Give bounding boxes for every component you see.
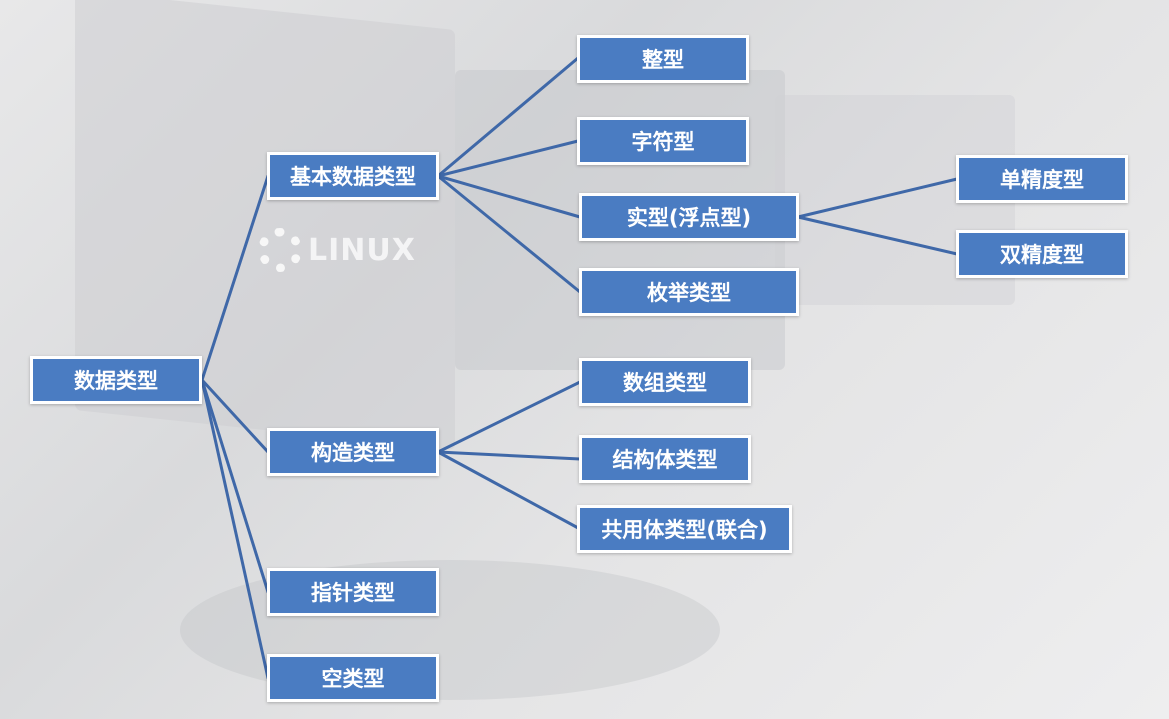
node-enum: 枚举类型: [579, 268, 799, 316]
edge-root-construct: [200, 378, 270, 454]
node-integer: 整型: [577, 35, 749, 83]
watermark-text: LINUX: [308, 232, 416, 268]
node-struct: 结构体类型: [579, 435, 751, 483]
node-real: 实型(浮点型): [579, 193, 799, 241]
node-void: 空类型: [267, 654, 439, 702]
node-union: 共用体类型(联合): [577, 505, 792, 553]
edge-root-pointer: [200, 378, 270, 594]
node-single: 单精度型: [956, 155, 1128, 203]
edge-construct-union: [436, 450, 582, 531]
node-basic: 基本数据类型: [267, 152, 439, 200]
linux-watermark: LINUX: [258, 228, 416, 272]
node-char-label: 字符型: [631, 130, 695, 154]
node-root-label: 数据类型: [74, 369, 158, 393]
node-double: 双精度型: [956, 230, 1128, 278]
edge-basic-enum: [436, 174, 582, 294]
node-root: 数据类型: [30, 356, 202, 404]
node-pointer-label: 指针类型: [311, 581, 395, 605]
node-real-label: 实型(浮点型): [626, 206, 752, 230]
edge-root-void: [200, 378, 270, 680]
node-enum-label: 枚举类型: [647, 281, 731, 305]
node-struct-label: 结构体类型: [612, 448, 718, 472]
node-pointer: 指针类型: [267, 568, 439, 616]
node-construct: 构造类型: [267, 428, 439, 476]
edge-construct-array: [436, 380, 582, 454]
node-basic-label: 基本数据类型: [290, 165, 416, 189]
node-double-label: 双精度型: [1000, 243, 1084, 267]
node-union-label: 共用体类型(联合): [601, 518, 768, 542]
edge-construct-struct: [436, 450, 582, 461]
node-construct-label: 构造类型: [311, 441, 395, 465]
node-integer-label: 整型: [642, 48, 684, 72]
edge-real-single: [796, 177, 959, 219]
edge-root-basic: [200, 174, 270, 382]
node-char: 字符型: [577, 117, 749, 165]
edge-basic-real: [436, 174, 582, 219]
node-array: 数组类型: [579, 358, 751, 406]
gear-icon: [258, 228, 302, 272]
node-void-label: 空类型: [321, 667, 385, 691]
edge-real-double: [796, 215, 959, 256]
node-single-label: 单精度型: [1000, 168, 1084, 192]
node-array-label: 数组类型: [623, 371, 707, 395]
edge-basic-integer: [436, 56, 580, 178]
edge-basic-char: [436, 139, 580, 178]
